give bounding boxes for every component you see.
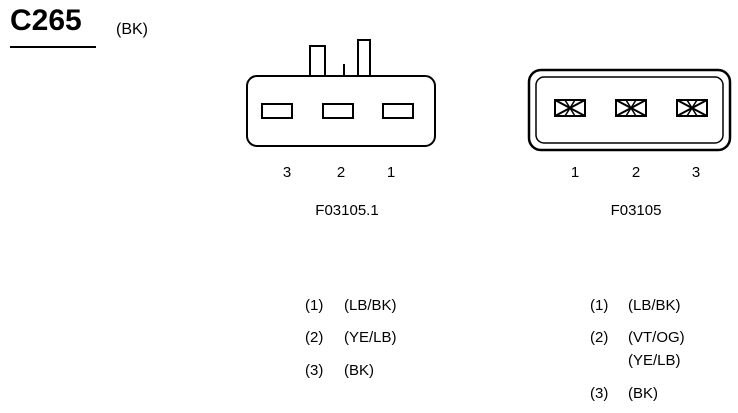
right-wire-color: (LB/BK) (628, 297, 681, 314)
right-pin-number: (3) (590, 385, 609, 402)
right-wire-color: (VT/OG) (628, 329, 685, 346)
left-pin-label: 3 (282, 164, 292, 181)
connector-id: C265 (10, 4, 82, 37)
left-cavity-1 (382, 103, 414, 119)
left-wire-color: (YE/LB) (344, 329, 397, 346)
left-pin-number: (1) (305, 297, 324, 314)
right-wire-color: (BK) (628, 385, 658, 402)
right-pin-number: (2) (590, 329, 609, 346)
right-cavity-3 (676, 99, 708, 117)
title-underline (10, 46, 96, 48)
left-terminal-tab-1 (309, 45, 326, 77)
connector-color: (BK) (116, 21, 148, 38)
left-terminal-tab-3 (357, 39, 371, 77)
left-part-number: F03105.1 (315, 202, 379, 219)
right-pin-label: 2 (631, 164, 641, 181)
left-pin-number: (3) (305, 362, 324, 379)
left-pin-label: 2 (336, 164, 346, 181)
right-connector (527, 68, 732, 152)
left-cavity-3 (261, 103, 293, 119)
right-pin-label: 3 (691, 164, 701, 181)
right-cavity-2 (615, 99, 647, 117)
right-cavity-1 (554, 99, 586, 117)
left-wire-color: (LB/BK) (344, 297, 397, 314)
right-part-number: F03105 (610, 202, 662, 219)
right-wire-color: (YE/LB) (628, 352, 681, 369)
left-wire-color: (BK) (344, 362, 374, 379)
right-pin-number: (1) (590, 297, 609, 314)
right-pin-label: 1 (570, 164, 580, 181)
left-pin-number: (2) (305, 329, 324, 346)
left-cavity-2 (322, 103, 354, 119)
left-pin-label: 1 (386, 164, 396, 181)
left-connector (246, 39, 436, 147)
